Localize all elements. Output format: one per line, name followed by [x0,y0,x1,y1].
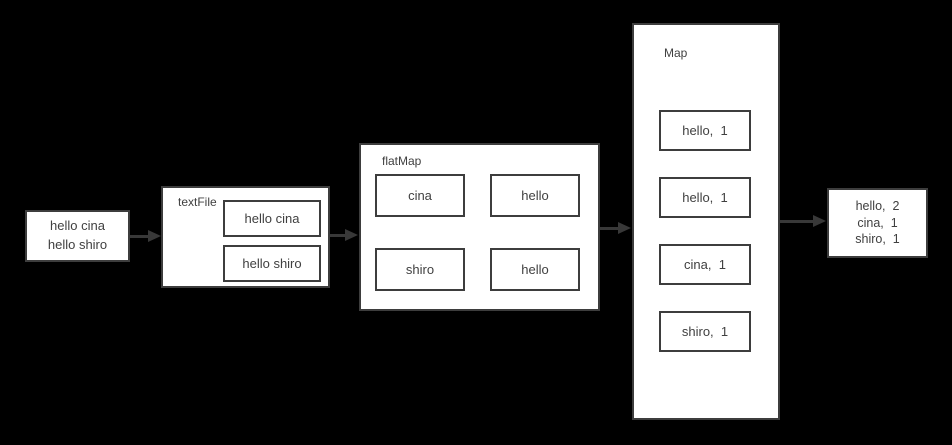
arrow-head-icon [345,229,358,241]
input-data-node: hello cina hello shiro [25,210,130,262]
flatmap-word-item: hello [490,174,580,217]
arrow-shaft [600,227,621,230]
flatmap-word-item: shiro [375,248,465,291]
flatmap-stage-node: flatMap cina hello shiro hello [359,143,600,311]
textfile-stage-title: textFile [178,195,217,209]
map-pair-item: cina, 1 [659,244,751,285]
output-result-node: hello, 2 cina, 1 shiro, 1 [827,188,928,258]
flow-arrow-map-to-output [780,215,826,227]
flatmap-stage-title: flatMap [382,154,422,168]
arrow-head-icon [813,215,826,227]
map-stage-node: Map hello, 1 hello, 1 cina, 1 shiro, 1 [632,23,780,420]
arrow-head-icon [148,230,161,242]
flatmap-word-item: cina [375,174,465,217]
textfile-stage-node: textFile hello cina hello shiro [161,186,330,288]
arrow-shaft [780,220,816,223]
flow-arrow-flatmap-to-map [600,222,631,234]
textfile-line-item: hello shiro [223,245,321,282]
map-pair-item: hello, 1 [659,110,751,151]
map-pair-item: shiro, 1 [659,311,751,352]
arrow-shaft [330,234,348,237]
textfile-line-item: hello cina [223,200,321,237]
arrow-shaft [130,235,151,238]
map-stage-title: Map [664,46,688,60]
flow-arrow-textfile-to-flatmap [330,229,358,241]
arrow-head-icon [618,222,631,234]
flow-arrow-input-to-textfile [130,230,161,242]
map-pair-item: hello, 1 [659,177,751,218]
flatmap-word-item: hello [490,248,580,291]
